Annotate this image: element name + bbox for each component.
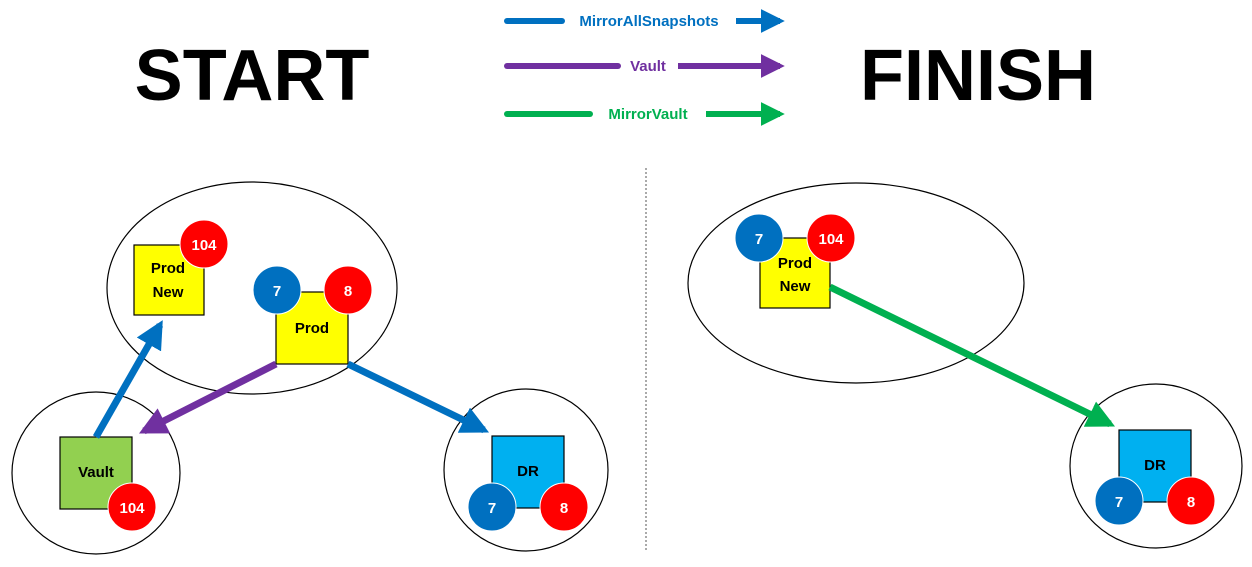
prod-new-label-line1: Prod xyxy=(151,260,185,277)
snapshot-blue: 7 xyxy=(467,482,517,532)
snapshot-label: 7 xyxy=(1115,494,1123,511)
dr-label: DR xyxy=(517,463,539,480)
snapshot-red: 104 xyxy=(806,213,856,263)
snapshot-label: 7 xyxy=(755,231,763,248)
finish-title: FINISH xyxy=(860,36,1096,116)
legend-item-mirrorallsnapshots: MirrorAllSnapshots xyxy=(504,9,785,33)
prod-new-label-line2: New xyxy=(153,284,184,301)
start-prod-new-volume: Prod New xyxy=(133,244,205,316)
snapshot-red: 8 xyxy=(1166,476,1216,526)
snapshot-blue: 7 xyxy=(1094,476,1144,526)
prod-new-label-line1: Prod xyxy=(778,255,812,272)
arrow-prod-to-vault xyxy=(139,360,278,435)
vault-label: Vault xyxy=(78,464,114,481)
legend-label: MirrorVault xyxy=(608,106,687,123)
snapshot-red: 8 xyxy=(539,482,589,532)
legend-item-vault: Vault xyxy=(504,54,785,78)
snapshot-red: 104 xyxy=(179,219,229,269)
snapshot-label: 104 xyxy=(818,231,844,248)
legend: MirrorAllSnapshots Vault MirrorVault xyxy=(504,9,785,126)
start-title: START xyxy=(135,36,370,116)
snapshot-label: 7 xyxy=(488,500,496,517)
dr-label: DR xyxy=(1144,457,1166,474)
vault-group-ellipse xyxy=(11,391,181,555)
snapshot-red: 104 xyxy=(107,482,157,532)
snapshot-label: 7 xyxy=(273,283,281,300)
arrow-vault-to-prod-new xyxy=(92,320,164,439)
snapshot-label: 8 xyxy=(344,283,352,300)
legend-label: Vault xyxy=(630,58,666,75)
snapshot-label: 104 xyxy=(119,500,145,517)
legend-item-mirrorvault: MirrorVault xyxy=(504,102,785,126)
finish-production-group-ellipse xyxy=(687,182,1025,384)
snapshot-red: 8 xyxy=(323,265,373,315)
legend-label: MirrorAllSnapshots xyxy=(579,13,718,30)
arrow-prod-to-dr xyxy=(346,360,490,434)
dr-group-ellipse xyxy=(443,388,609,552)
snapshot-blue: 7 xyxy=(734,213,784,263)
snapshot-blue: 7 xyxy=(252,265,302,315)
snapshot-label: 8 xyxy=(1187,494,1195,511)
prod-label: Prod xyxy=(295,320,329,337)
snapshot-label: 104 xyxy=(191,237,217,254)
production-group-ellipse xyxy=(106,181,398,395)
arrow-prod-new-to-dr xyxy=(828,283,1116,428)
snapshot-label: 8 xyxy=(560,500,568,517)
finish-dr-group-ellipse xyxy=(1069,383,1243,549)
prod-new-label-line2: New xyxy=(780,278,811,295)
